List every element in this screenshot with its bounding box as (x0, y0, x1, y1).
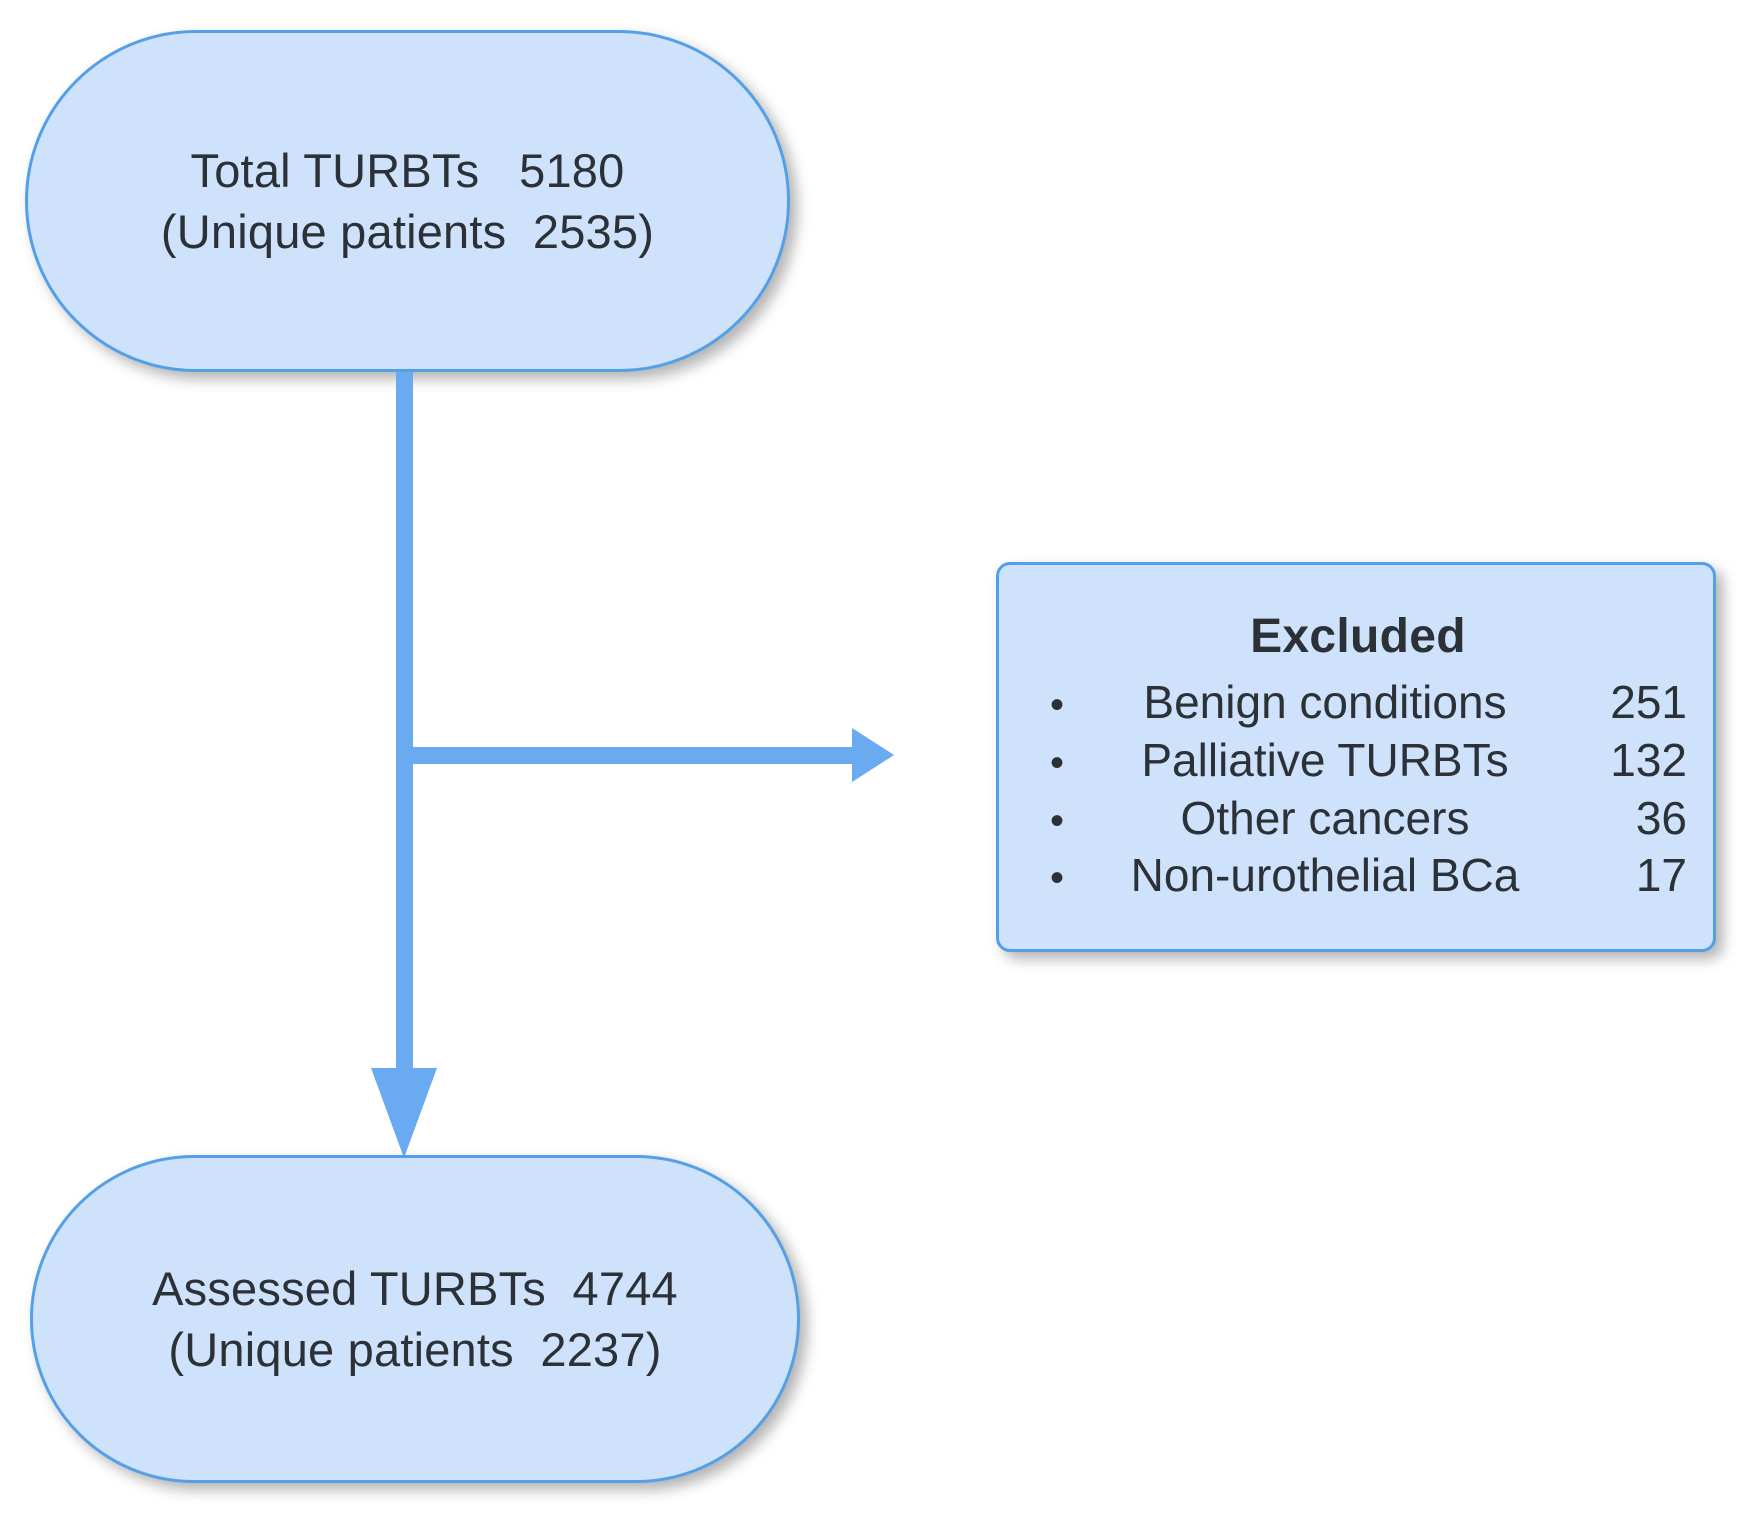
excluded-row-label: Non-urothelial BCa (1130, 849, 1520, 902)
excluded-row-label: Palliative TURBTs (1141, 733, 1509, 786)
node-total-line-1: Total TURBTs 5180 (190, 143, 625, 197)
node-total-turbts: Total TURBTs 5180 (Unique patients 2535) (25, 30, 790, 372)
excluded-row: • Benign conditions 251 (1029, 674, 1687, 732)
connector-vertical-line (396, 372, 413, 1072)
arrow-down-icon (371, 1068, 437, 1158)
excluded-row: • Palliative TURBTs 132 (1029, 732, 1687, 790)
node-excluded: Excluded • Benign conditions 251 • Palli… (996, 562, 1716, 952)
node-total-line-2: (Unique patients 2535) (160, 205, 655, 258)
excluded-row-value: 36 (1635, 791, 1687, 844)
excluded-row-value: 132 (1610, 733, 1687, 786)
excluded-row: • Other cancers 36 (1029, 790, 1687, 848)
bullet-icon: • (1049, 856, 1064, 901)
connector-horizontal-line (396, 747, 866, 764)
bullet-icon: • (1049, 740, 1064, 785)
bullet-icon: • (1049, 798, 1064, 843)
bullet-icon: • (1049, 682, 1064, 727)
node-assessed-line-2: (Unique patients 2237) (168, 1323, 662, 1376)
excluded-row-label: Other cancers (1180, 791, 1470, 844)
excluded-row-label: Benign conditions (1143, 675, 1507, 728)
excluded-row-value: 251 (1610, 675, 1687, 728)
arrow-right-icon (852, 728, 894, 782)
excluded-row-value: 17 (1635, 849, 1687, 902)
node-assessed-line-1: Assessed TURBTs 4744 (152, 1261, 678, 1315)
excluded-title: Excluded (1250, 609, 1466, 663)
excluded-row: • Non-urothelial BCa 17 (1029, 847, 1687, 905)
node-assessed-turbts: Assessed TURBTs 4744 (Unique patients 22… (30, 1155, 800, 1483)
